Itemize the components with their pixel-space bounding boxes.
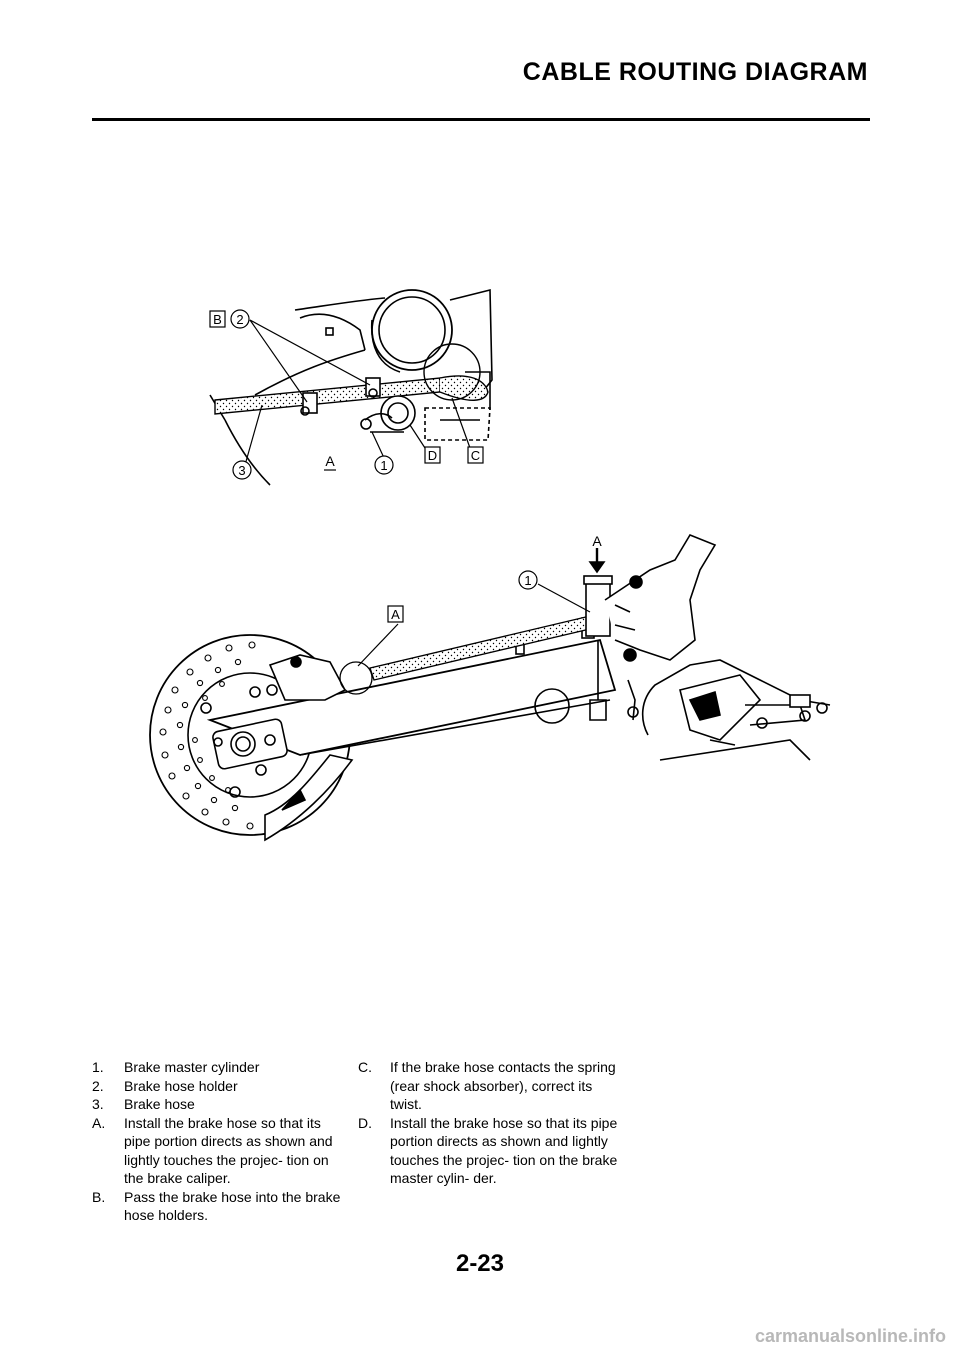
legend-item-2: 2. Brake hose holder: [92, 1077, 342, 1096]
legend-key: C.: [358, 1059, 372, 1075]
legend-text: Install the brake hose so that its pipe …: [390, 1114, 618, 1187]
callout-box-c: C: [471, 448, 480, 463]
legend-text: Brake hose holder: [124, 1077, 238, 1094]
top-detail-figure: [209, 288, 493, 486]
legend-item-b: B. Pass the brake hose into the brake ho…: [92, 1188, 342, 1225]
callout-3: 3: [238, 463, 245, 478]
legend-text: Install the brake hose so that its pipe …: [124, 1114, 333, 1187]
legend-left-column: 1. Brake master cylinder 2. Brake hose h…: [92, 1058, 342, 1225]
legend-key: 2.: [92, 1077, 104, 1094]
legend-text: Brake master cylinder: [124, 1059, 260, 1075]
legend-right-column: C. If the brake hose contacts the spring…: [358, 1058, 618, 1188]
page-number: 2-23: [455, 1250, 505, 1277]
callout-box-d: D: [428, 448, 437, 463]
legend-item-1: 1. Brake master cylinder: [92, 1058, 342, 1077]
legend-key: D.: [358, 1114, 372, 1131]
callout-arrow-a: A: [592, 533, 602, 549]
legend-key: B.: [92, 1188, 106, 1205]
callout-1: 1: [380, 458, 387, 473]
legend-item-c: C. If the brake hose contacts the spring…: [358, 1058, 618, 1114]
legend-text: If the brake hose contacts the spring (r…: [390, 1059, 616, 1112]
bottom-rear-brake-figure: [149, 534, 831, 842]
legend-key: 3.: [92, 1096, 104, 1112]
bottom-callouts: A 1 A: [387, 533, 602, 623]
header-rule: [92, 118, 870, 121]
legend-key: A.: [92, 1114, 106, 1131]
legend-item-a: A. Install the brake hose so that its pi…: [92, 1114, 342, 1188]
watermark: carmanualsonline.info: [754, 1326, 946, 1346]
legend-text: Pass the brake hose into the brake hose …: [124, 1188, 341, 1224]
legend-key: 1.: [92, 1059, 104, 1075]
callout-1: 1: [524, 573, 531, 588]
callout-2: 2: [236, 312, 243, 327]
legend-item-3: 3. Brake hose: [92, 1095, 342, 1114]
callout-a-underlined: A: [325, 453, 335, 469]
legend-text: Brake hose: [124, 1096, 195, 1112]
top-callouts: B 2 3 A 1 D C: [209, 309, 484, 480]
callout-box-b: B: [213, 312, 222, 327]
page-title: CABLE ROUTING DIAGRAM: [522, 58, 868, 86]
callout-box-a: A: [391, 607, 400, 622]
legend-item-d: D. Install the brake hose so that its pi…: [358, 1114, 618, 1188]
